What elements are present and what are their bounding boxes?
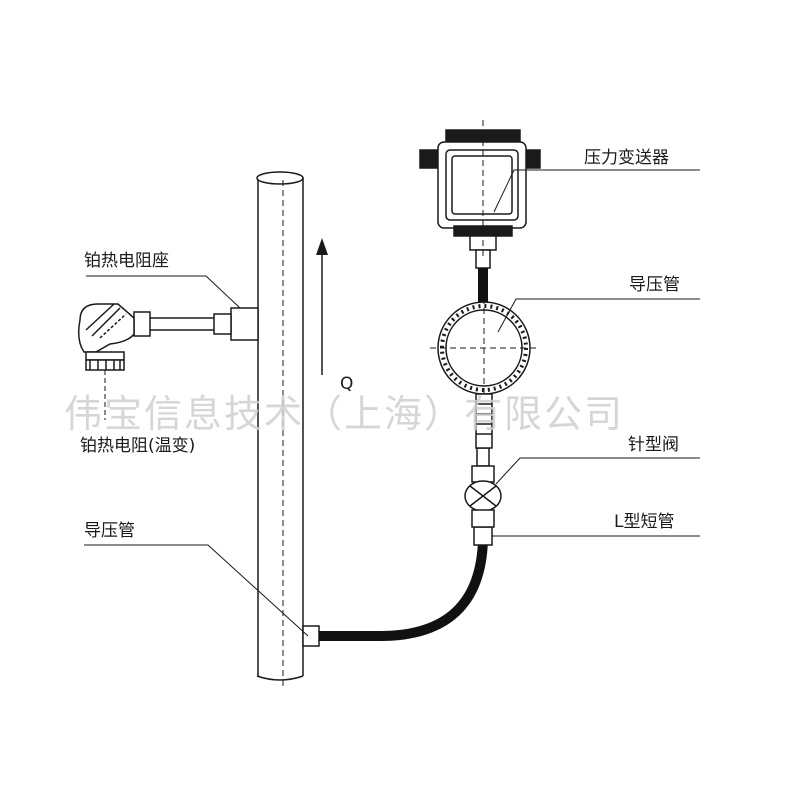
leader-impulse-left <box>84 544 309 637</box>
pressure-transmitter <box>419 120 541 269</box>
main-pipe <box>256 171 304 690</box>
leader-impulse-right <box>497 298 700 333</box>
leader-transmitter <box>493 169 700 213</box>
label-pt-rtd-seat: 铂热电阻座 <box>84 251 169 271</box>
label-l-short-pipe: L型短管 <box>614 512 675 532</box>
label-needle-valve: 针型阀 <box>628 435 679 455</box>
siphon-coil <box>430 298 540 449</box>
watermark-text: 伟宝信息技术（上海）有限公司 <box>64 392 625 436</box>
bottom-tap <box>302 539 488 647</box>
label-pt-rtd-temp: 铂热电阻(温变) <box>80 436 196 456</box>
rtd-seat <box>150 307 259 341</box>
label-impulse-pipe-left: 导压管 <box>84 521 135 541</box>
label-impulse-pipe-right: 导压管 <box>629 275 680 295</box>
leader-rtd-seat <box>86 275 241 309</box>
l-short-pipe <box>473 526 493 546</box>
needle-valve <box>464 447 502 528</box>
leader-lines <box>84 169 700 637</box>
leader-needle-valve <box>495 457 700 485</box>
label-pressure-transmitter: 压力变送器 <box>584 148 669 168</box>
rtd-head <box>77 303 151 420</box>
label-flow-q: Q <box>340 374 354 394</box>
flow-arrow <box>316 238 328 375</box>
